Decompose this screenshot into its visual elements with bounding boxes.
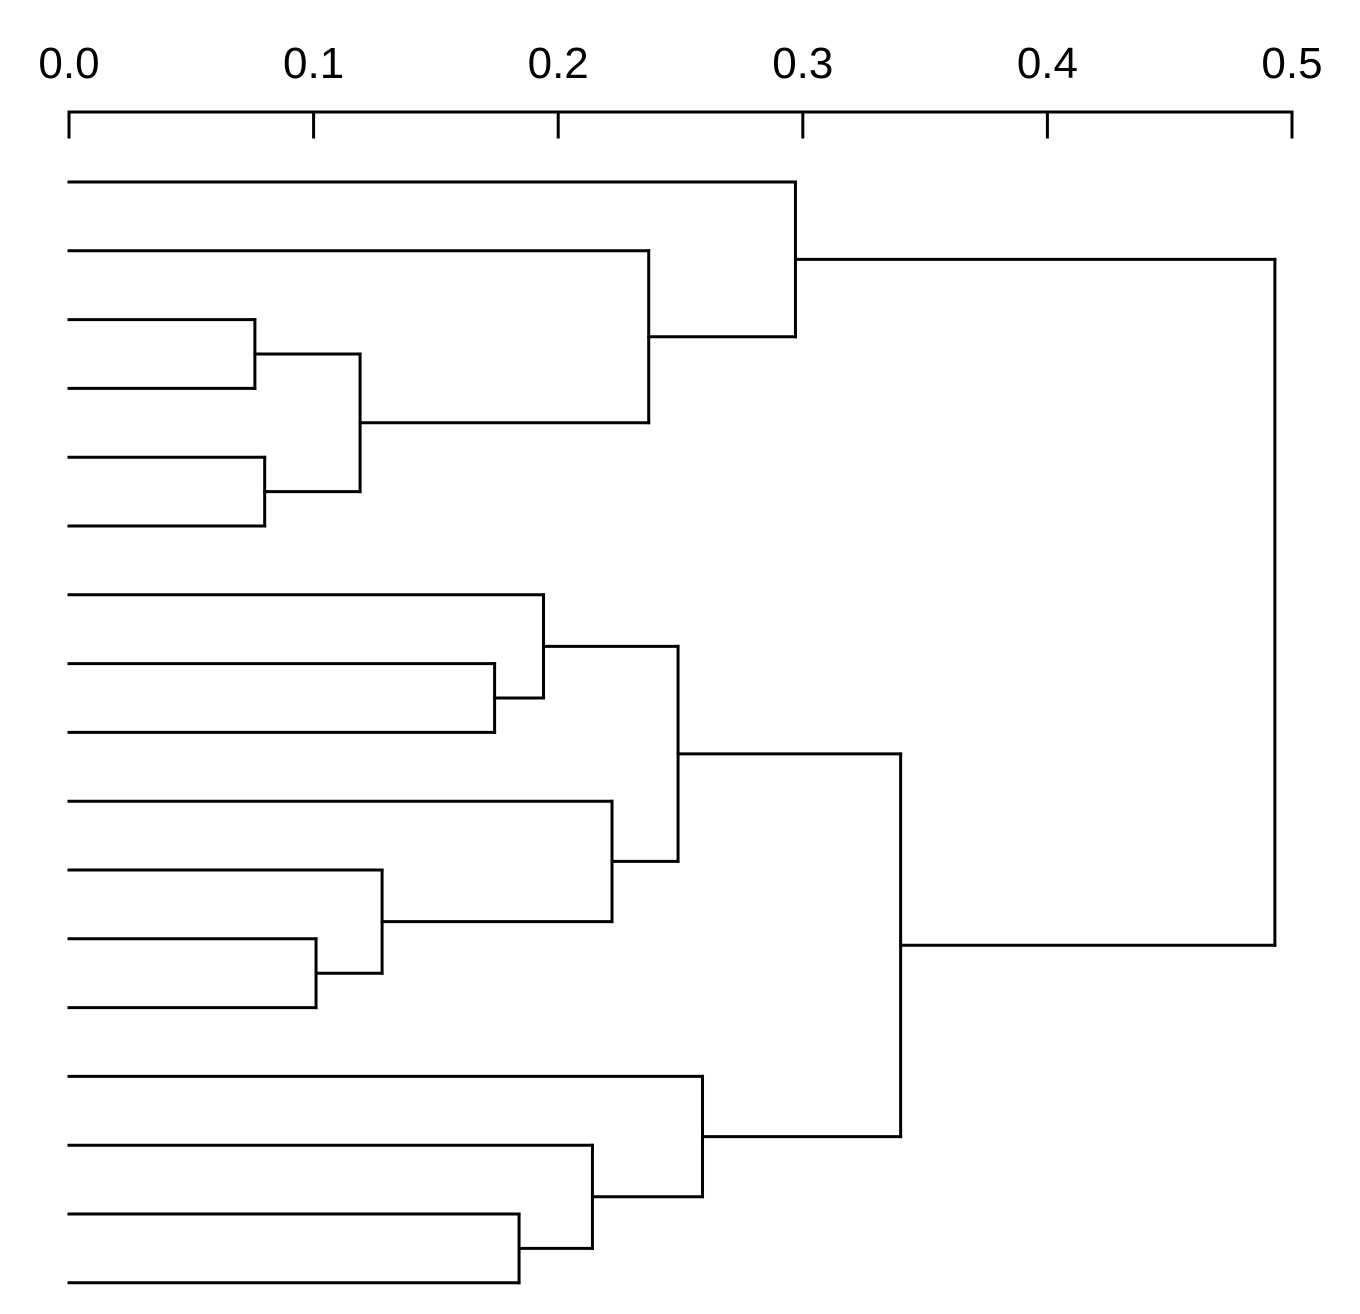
top-axis: 0.0 0.1 0.2 0.3 0.4 0.5: [38, 39, 1323, 139]
tick-label: 0.2: [528, 39, 589, 88]
tick-label: 0.0: [38, 39, 99, 88]
tick-label: 0.1: [283, 39, 344, 88]
tick-label: 0.4: [1017, 39, 1078, 88]
dendrogram-links: [67, 180, 1277, 1285]
tick-label: 0.3: [772, 39, 833, 88]
tick-label: 0.5: [1261, 39, 1322, 88]
